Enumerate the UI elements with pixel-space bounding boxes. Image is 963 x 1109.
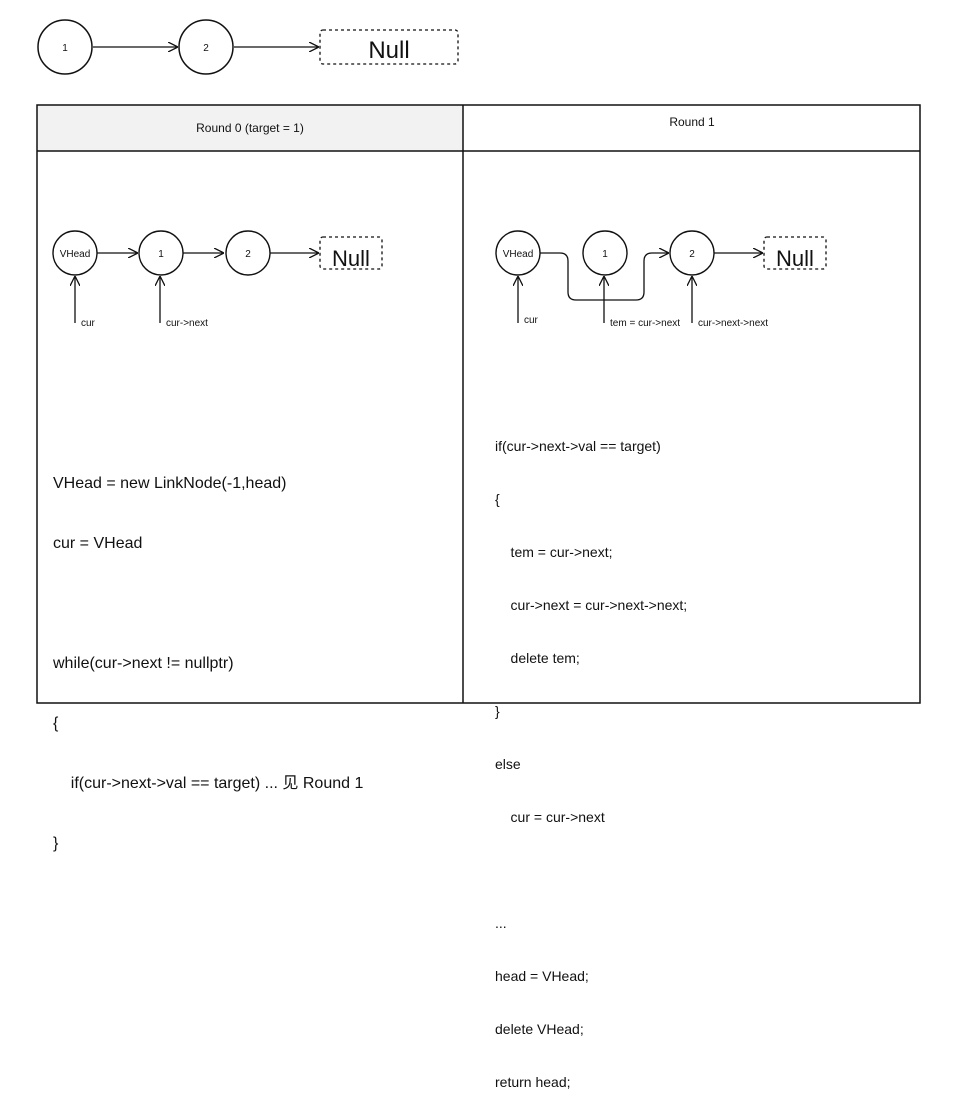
code-line: cur->next = cur->next->next; [495, 597, 688, 613]
table-frame: Round 0 (target = 1) Round 1 [36, 104, 921, 704]
left-cur-next-label: cur->next [166, 318, 208, 329]
left-node-2-label: 2 [245, 249, 251, 260]
right-null-label: Null [776, 246, 814, 271]
code-line: else [495, 756, 521, 772]
code-line: tem = cur->next; [495, 544, 613, 560]
header-left: Round 0 (target = 1) [196, 121, 304, 135]
left-null-box [319, 236, 383, 270]
top-linked-list: 1 2 Null [37, 19, 459, 75]
code-line [495, 860, 687, 881]
code-line: } [53, 835, 59, 852]
right-node-1-label: 1 [602, 249, 608, 260]
right-vhead-label: VHead [503, 249, 534, 260]
code-line: head = VHead; [495, 968, 589, 984]
top-null-box [319, 29, 459, 65]
right-cur-label: cur [524, 315, 539, 326]
code-line: while(cur->next != nullptr) [53, 655, 234, 672]
table-border [36, 104, 921, 704]
top-node-2 [178, 19, 234, 75]
left-node-1-label: 1 [158, 249, 164, 260]
code-line: delete tem; [495, 650, 580, 666]
code-line: VHead = new LinkNode(-1,head) [53, 475, 287, 492]
left-null-label: Null [332, 246, 370, 271]
code-line: { [495, 491, 500, 507]
code-line: delete VHead; [495, 1021, 584, 1037]
right-cur-next-next-label: cur->next->next [698, 318, 768, 329]
header-right: Round 1 [669, 115, 715, 129]
code-line: { [53, 715, 59, 732]
right-code-block: if(cur->next->val == target) { tem = cur… [495, 404, 687, 1109]
top-node-1 [37, 19, 93, 75]
code-line: cur = VHead [53, 535, 143, 552]
top-node-1-label: 1 [62, 43, 68, 54]
code-line: if(cur->next->val == target) [495, 438, 661, 454]
right-node-2-label: 2 [689, 249, 695, 260]
right-bypass-link [540, 253, 668, 301]
left-cur-label: cur [81, 318, 96, 329]
diagram-canvas: 1 2 Null Round 0 (target = 1) Round 1 VH… [36, 19, 921, 704]
code-line: ... [495, 915, 507, 931]
right-node-1 [582, 230, 628, 276]
left-code-block: VHead = new LinkNode(-1,head) cur = VHea… [53, 436, 363, 874]
code-line: if(cur->next->val == target) ... 见 Round… [53, 775, 364, 792]
right-null-box [763, 236, 827, 270]
top-node-2-label: 2 [203, 43, 209, 54]
code-line: return head; [495, 1074, 571, 1090]
left-linked-list: VHead 1 2 Null cur cur->next [52, 230, 383, 329]
right-linked-list: VHead 1 2 Null cur tem = cur->next cur->… [495, 230, 827, 329]
code-line: cur = cur->next [495, 809, 605, 825]
top-null-label: Null [368, 37, 409, 64]
left-vhead-label: VHead [60, 249, 91, 260]
code-line [53, 592, 363, 616]
header-left-bg [37, 105, 463, 151]
code-line: } [495, 703, 500, 719]
right-tem-label: tem = cur->next [610, 318, 680, 329]
